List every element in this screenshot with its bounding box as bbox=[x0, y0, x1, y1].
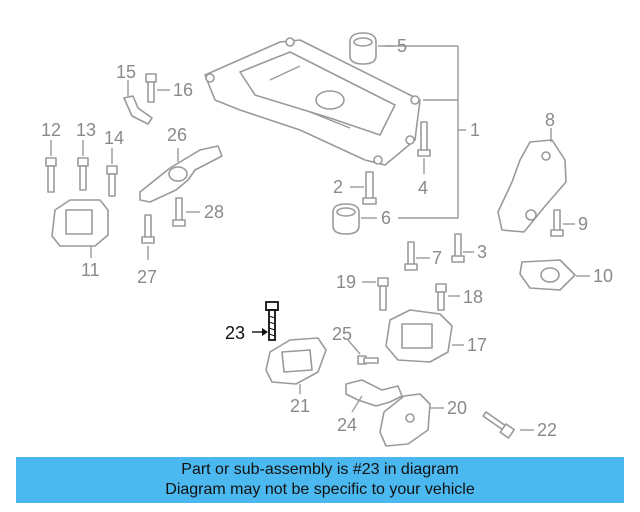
bolt-part-9 bbox=[550, 209, 564, 237]
part-label-18: 18 bbox=[463, 287, 483, 307]
bolt-part-14 bbox=[106, 165, 118, 197]
part-label-16: 16 bbox=[173, 80, 193, 100]
part-label-11: 11 bbox=[81, 260, 100, 280]
bolt-part-7 bbox=[404, 241, 418, 271]
part-label-27: 27 bbox=[137, 267, 157, 287]
bolt-part-13 bbox=[77, 157, 89, 191]
part-label-3: 3 bbox=[477, 242, 487, 262]
part-label-25: 25 bbox=[332, 324, 352, 344]
banner-line-1: Part or sub-assembly is #23 in diagram bbox=[181, 461, 459, 478]
bolt-part-27 bbox=[141, 214, 155, 244]
bolt-part-19 bbox=[377, 277, 389, 311]
bolt-part-22 bbox=[482, 411, 515, 439]
part-label-12: 12 bbox=[41, 120, 61, 140]
bolt-part-28 bbox=[172, 197, 186, 227]
bolt-part-12 bbox=[45, 157, 57, 193]
mount-part-21 bbox=[265, 337, 327, 385]
bracket-part-8 bbox=[497, 139, 567, 233]
bracket-part-15 bbox=[123, 95, 153, 125]
info-banner: Part or sub-assembly is #23 in diagram D… bbox=[16, 457, 624, 503]
part-label-2: 2 bbox=[333, 177, 343, 197]
part-label-26: 26 bbox=[167, 125, 187, 145]
bushing-part-5 bbox=[349, 32, 377, 65]
part-label-1: 1 bbox=[470, 120, 480, 140]
arm-part-26 bbox=[139, 145, 223, 203]
subframe-part-1 bbox=[204, 37, 421, 166]
part-label-15: 15 bbox=[116, 62, 136, 82]
mount-part-11 bbox=[51, 199, 109, 247]
part-label-6: 6 bbox=[381, 208, 391, 228]
bracket-part-20 bbox=[379, 393, 431, 447]
arm-part-24 bbox=[345, 379, 403, 407]
part-label-22: 22 bbox=[537, 420, 557, 440]
bolt-part-16 bbox=[145, 73, 157, 103]
mount-part-17 bbox=[385, 309, 453, 363]
part-label-21: 21 bbox=[290, 396, 310, 416]
part-label-28: 28 bbox=[204, 202, 224, 222]
bolt-part-2 bbox=[362, 171, 377, 205]
bolt-part-23 bbox=[265, 301, 279, 341]
bolt-part-4 bbox=[417, 121, 431, 157]
part-label-7: 7 bbox=[432, 248, 442, 268]
part-label-24: 24 bbox=[337, 415, 357, 435]
part-label-9: 9 bbox=[578, 214, 588, 234]
bushing-part-10 bbox=[519, 259, 576, 291]
part-label-8: 8 bbox=[545, 110, 555, 130]
part-label-10: 10 bbox=[593, 266, 613, 286]
part-label-20: 20 bbox=[447, 398, 467, 418]
part-label-5: 5 bbox=[397, 36, 407, 56]
bolt-part-25 bbox=[357, 355, 379, 365]
part-label-4: 4 bbox=[418, 178, 428, 198]
arrow-icon bbox=[262, 328, 268, 336]
bolt-part-3 bbox=[451, 233, 465, 263]
part-label-14: 14 bbox=[104, 128, 124, 148]
part-label-13: 13 bbox=[76, 120, 96, 140]
bolt-part-18 bbox=[435, 283, 447, 311]
part-label-17: 17 bbox=[467, 335, 487, 355]
part-label-23: 23 bbox=[225, 323, 245, 343]
part-label-19: 19 bbox=[336, 272, 356, 292]
banner-line-2: Diagram may not be specific to your vehi… bbox=[165, 481, 475, 498]
bushing-part-6 bbox=[332, 203, 360, 235]
